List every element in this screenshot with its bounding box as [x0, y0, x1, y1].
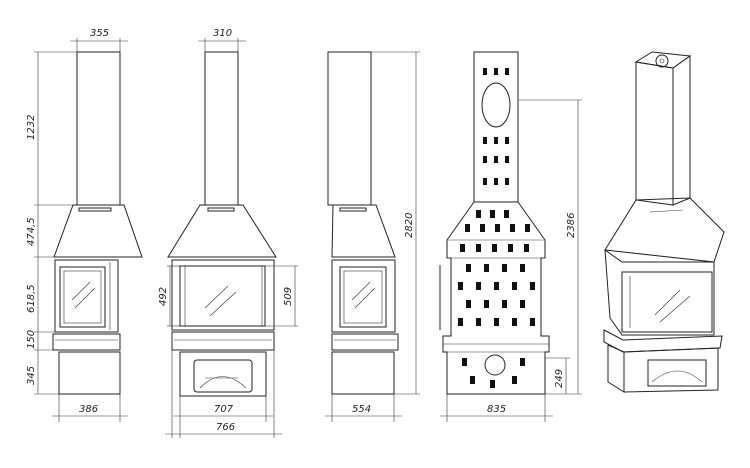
wide-width-inner-label: 707: [214, 404, 234, 415]
side-view: 2820 554: [325, 51, 420, 422]
front-height-hood-label: 474,5: [26, 217, 37, 246]
side-width-base-label: 554: [352, 404, 371, 415]
isometric-view: [603, 51, 725, 393]
front-height-chimney-label: 1232: [26, 115, 37, 140]
front-height-ledge-label: 150: [26, 330, 37, 349]
front-width-base-label: 386: [79, 404, 98, 415]
front-height-base-label: 345: [26, 366, 37, 385]
back-height-top-label: 2386: [566, 213, 577, 238]
front-height-firebox-label: 618,5: [26, 284, 37, 313]
back-width-base-label: 835: [487, 404, 506, 415]
side-total-height-label: 2820: [404, 213, 415, 238]
wide-glass-right-label: 509: [283, 287, 294, 306]
front-view: 355 1232 474,5 618,5 150 345 386: [26, 28, 143, 422]
back-view: 2386 249 835: [439, 51, 582, 422]
wide-width-outer-label: 766: [216, 422, 235, 433]
front-width-top-label: 355: [90, 28, 109, 39]
wide-view: 310 492 509 707 766: [158, 28, 298, 438]
back-height-opening-label: 249: [554, 369, 565, 388]
wide-width-top-label: 310: [213, 28, 232, 39]
wide-glass-left-label: 492: [158, 287, 169, 306]
